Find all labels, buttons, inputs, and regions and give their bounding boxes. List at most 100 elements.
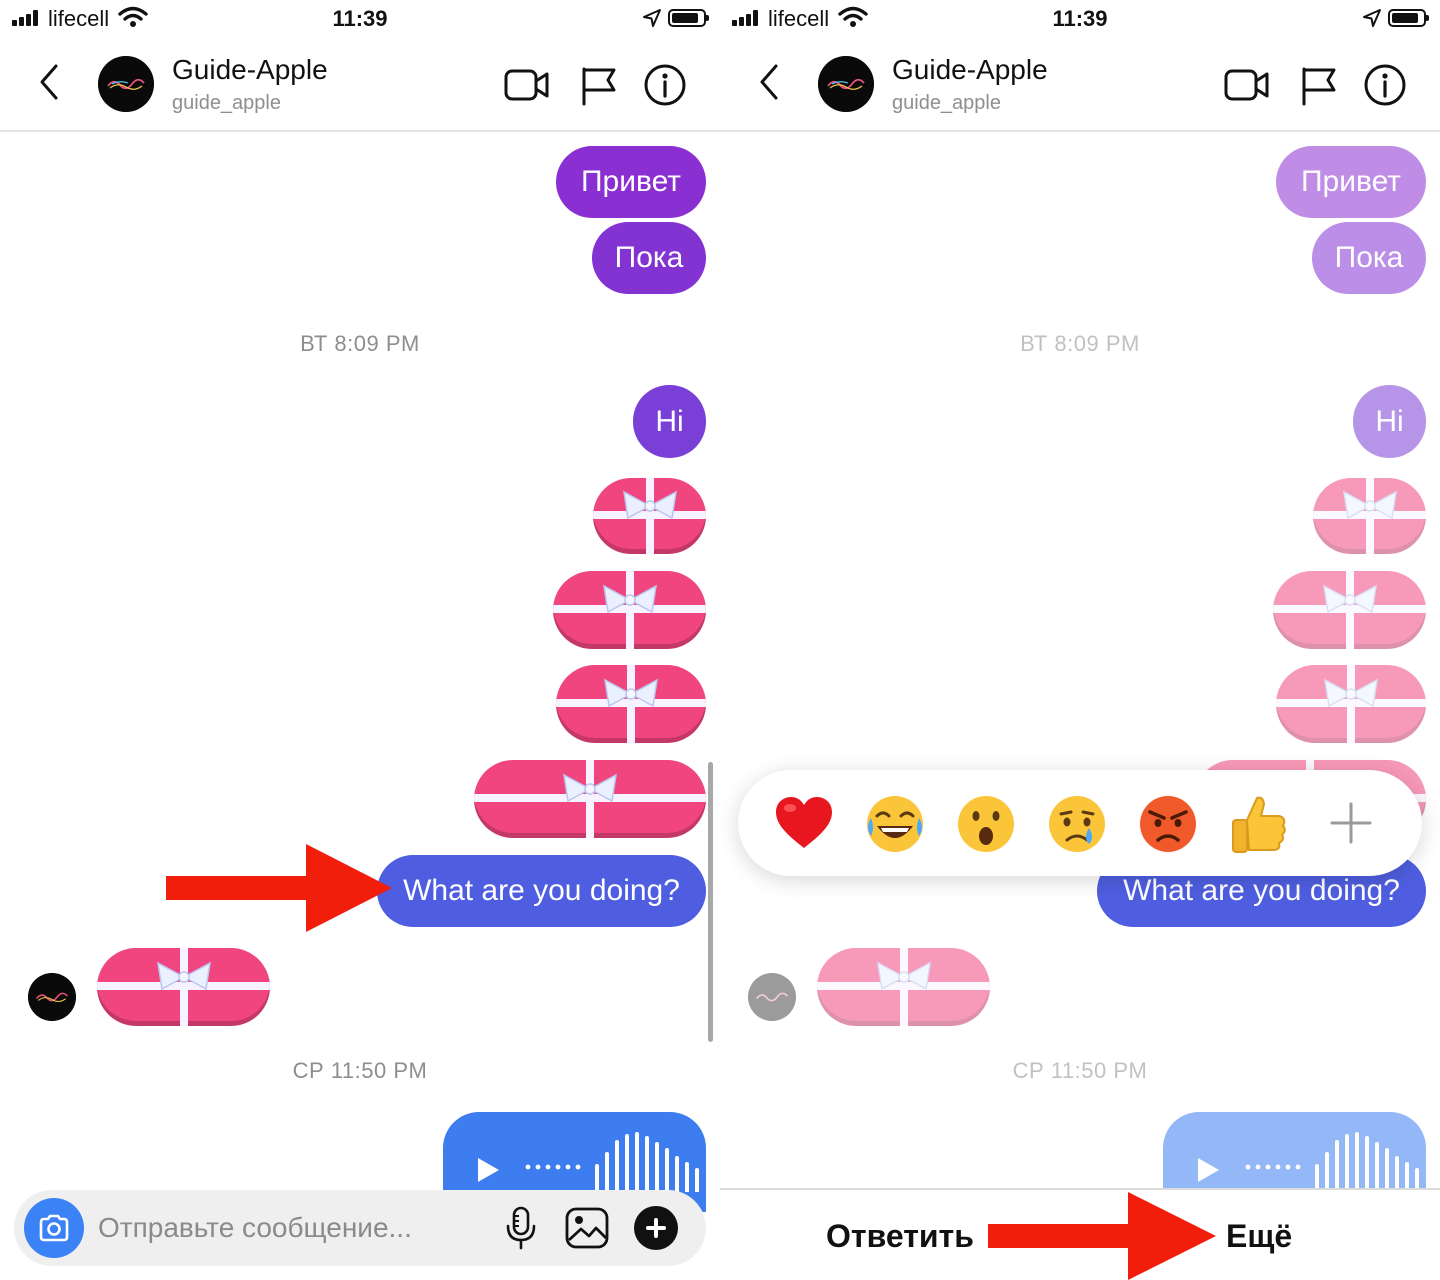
bow-icon	[156, 961, 211, 991]
gift-sticker[interactable]	[1276, 665, 1426, 743]
message-thread: Привет Пока ВТ 8:09 PM Hi	[0, 133, 720, 1233]
bow-icon	[1322, 584, 1377, 614]
info-icon[interactable]	[644, 64, 690, 106]
guide-apple-logo-icon	[28, 973, 76, 1021]
report-flag-icon[interactable]	[578, 64, 624, 106]
guide-apple-logo-icon	[818, 56, 874, 112]
microphone-icon[interactable]	[504, 1206, 538, 1250]
gift-sticker[interactable]	[1273, 571, 1426, 649]
waveform-dots	[525, 1164, 581, 1170]
guide-apple-logo-icon	[748, 973, 796, 1021]
report-flag-icon[interactable]	[1298, 64, 1344, 106]
contact-name[interactable]: Guide-Apple	[892, 54, 1048, 85]
camera-icon	[39, 1214, 69, 1242]
phone-screen-chat: lifecell 11:39	[0, 0, 720, 1266]
message-bubble-sent[interactable]: Пока	[1312, 222, 1426, 294]
add-content-button[interactable]	[634, 1206, 678, 1250]
reaction-picker	[738, 770, 1422, 876]
bow-icon	[1342, 491, 1397, 520]
waveform-icon	[1315, 1132, 1419, 1192]
bow-icon	[876, 961, 931, 991]
reply-button[interactable]: Ответить	[826, 1218, 974, 1254]
camera-button[interactable]	[24, 1198, 84, 1258]
chat-header: Guide-Apple guide_apple	[0, 38, 720, 132]
reaction-laugh-icon[interactable]	[863, 792, 927, 856]
message-composer	[14, 1190, 706, 1266]
message-text: What are you doing?	[403, 874, 680, 907]
timestamp: СР 11:50 PM	[292, 1058, 428, 1083]
timestamp: СР 11:50 PM	[1012, 1058, 1148, 1083]
message-text: Hi	[655, 404, 684, 438]
phone-screen-reaction-menu: lifecell 11:39	[720, 0, 1440, 1280]
back-chevron-icon[interactable]	[754, 62, 784, 102]
back-chevron-icon[interactable]	[34, 62, 64, 102]
wifi-icon	[838, 6, 868, 27]
location-icon	[643, 9, 661, 27]
annotation-arrow-icon	[988, 1192, 1216, 1280]
message-text: What are you doing?	[1123, 874, 1400, 907]
location-icon	[1363, 9, 1381, 27]
bow-icon	[1324, 678, 1378, 708]
carrier-name: lifecell	[768, 6, 830, 31]
gift-sticker[interactable]	[593, 478, 706, 554]
contact-handle: guide_apple	[892, 92, 1001, 114]
bow-icon	[602, 584, 657, 614]
message-bubble-highlighted[interactable]: What are you doing?	[377, 855, 706, 927]
contact-name[interactable]: Guide-Apple	[172, 54, 328, 85]
message-text: Hi	[1375, 404, 1404, 438]
gift-sticker-received[interactable]	[817, 948, 990, 1026]
timestamp: ВТ 8:09 PM	[1020, 331, 1140, 356]
play-icon[interactable]	[1195, 1156, 1221, 1184]
gift-sticker[interactable]	[474, 760, 706, 838]
wifi-icon	[118, 6, 148, 27]
message-thread: Привет Пока ВТ 8:09 PM Hi	[720, 133, 1440, 1233]
waveform-dots	[1245, 1164, 1301, 1170]
waveform-icon	[595, 1132, 699, 1192]
message-bubble-sent[interactable]: Привет	[556, 146, 706, 218]
reaction-cry-icon[interactable]	[1045, 792, 1109, 856]
message-text: Пока	[614, 241, 684, 274]
gallery-icon[interactable]	[564, 1206, 610, 1250]
message-bubble-sent[interactable]: Пока	[592, 222, 706, 294]
gift-sticker-received[interactable]	[97, 948, 270, 1026]
reaction-angry-icon[interactable]	[1136, 792, 1200, 856]
timestamp: ВТ 8:09 PM	[300, 331, 420, 356]
message-action-bar: Ответить Ещё	[720, 1188, 1440, 1280]
contact-handle: guide_apple	[172, 92, 281, 114]
contact-avatar[interactable]	[98, 56, 154, 112]
message-bubble-sent[interactable]: Hi	[1353, 385, 1426, 458]
video-call-icon[interactable]	[504, 64, 550, 106]
info-icon[interactable]	[1364, 64, 1410, 106]
message-text: Пока	[1334, 241, 1404, 274]
reaction-heart-icon[interactable]	[772, 792, 836, 856]
message-bubble-sent[interactable]: Hi	[633, 385, 706, 458]
video-call-icon[interactable]	[1224, 64, 1270, 106]
status-bar: lifecell 11:39	[0, 0, 720, 38]
message-text: Привет	[1300, 165, 1402, 198]
message-bubble-sent[interactable]: Привет	[1276, 146, 1426, 218]
more-button[interactable]: Ещё	[1226, 1218, 1293, 1254]
add-reaction-icon[interactable]	[1326, 798, 1376, 848]
sender-avatar[interactable]	[28, 973, 76, 1021]
annotation-arrow-icon	[166, 844, 392, 932]
play-icon[interactable]	[475, 1156, 501, 1184]
gift-sticker[interactable]	[553, 571, 706, 649]
bow-icon	[604, 678, 658, 708]
message-input[interactable]	[98, 1208, 478, 1248]
gift-sticker[interactable]	[556, 665, 706, 743]
signal-icon	[732, 10, 762, 26]
sender-avatar[interactable]	[748, 973, 796, 1021]
signal-icon	[12, 10, 42, 26]
scrollbar[interactable]	[708, 762, 713, 1042]
gift-sticker[interactable]	[1313, 478, 1426, 554]
battery-icon	[1388, 9, 1429, 27]
reaction-thumbs-up-icon[interactable]	[1227, 792, 1291, 856]
contact-avatar[interactable]	[818, 56, 874, 112]
carrier-name: lifecell	[48, 6, 110, 31]
status-bar: lifecell 11:39	[720, 0, 1440, 38]
chat-header: Guide-Apple guide_apple	[720, 38, 1440, 132]
message-text: Привет	[580, 165, 682, 198]
bow-icon	[622, 491, 677, 520]
reaction-wow-icon[interactable]	[954, 792, 1018, 856]
